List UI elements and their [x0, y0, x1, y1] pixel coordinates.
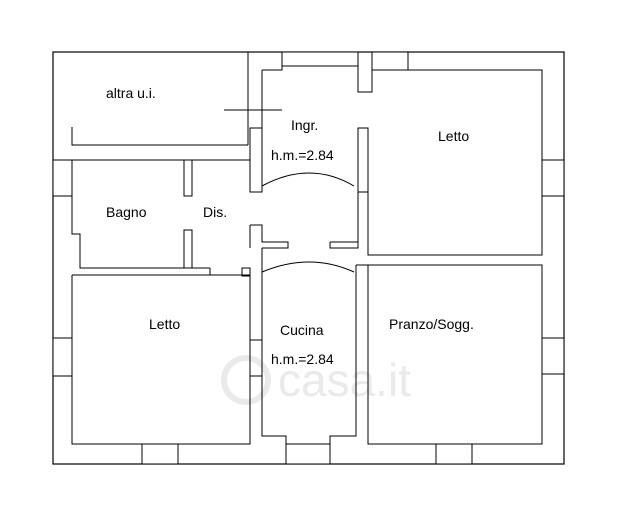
- ingr-right-column: [357, 127, 369, 193]
- ingr-top-wall: [262, 65, 373, 93]
- room-labels: altra u.i. Ingr. h.m.=2.84 Letto Bagno D…: [106, 85, 474, 367]
- room-letto-bottom-left: [71, 274, 251, 445]
- window-bottom-cucina: [285, 443, 331, 465]
- bagno-wall-stub-bottom: [183, 229, 193, 269]
- window-bottom-letto: [141, 443, 179, 465]
- letto-tr-walls: [367, 69, 543, 256]
- label-ingresso-height: h.m.=2.84: [271, 147, 334, 163]
- cucina-door-arc: [261, 261, 355, 273]
- window-left-bagno: [52, 159, 73, 197]
- room-altra-ui: [72, 70, 282, 146]
- window-left-letto: [52, 337, 73, 377]
- cucina-left-wall: [261, 248, 357, 445]
- label-ingresso: Ingr.: [291, 117, 318, 133]
- window-top-ingr: [281, 51, 359, 67]
- corridor-middle: [250, 192, 359, 273]
- label-letto-bottom-left: Letto: [149, 316, 180, 332]
- windows: [52, 51, 565, 465]
- window-right-letto: [541, 159, 565, 197]
- watermark-logo-icon: [221, 355, 271, 405]
- label-letto-top-right: Letto: [438, 128, 469, 144]
- pranzo-walls: [367, 264, 543, 445]
- watermark-text: casa.it: [278, 354, 411, 406]
- corridor-right-jamb: [329, 241, 359, 249]
- label-pranzo-soggiorno: Pranzo/Sogg.: [389, 316, 474, 332]
- ingr-door-arc: [261, 172, 355, 187]
- bagno-wall-stub-top: [183, 159, 193, 197]
- dis-wall-stub: [241, 267, 251, 277]
- corridor-left-jamb: [250, 224, 289, 249]
- dis-top-wall: [192, 159, 251, 192]
- inner-wall-left-upper: [71, 127, 248, 146]
- letto-bl-walls: [71, 274, 251, 445]
- window-bottom-pranzo: [435, 443, 473, 465]
- bagno-walls: [72, 159, 185, 196]
- room-pranzo-soggiorno: [367, 264, 543, 445]
- label-altra-ui: altra u.i.: [106, 85, 156, 101]
- room-letto-top-right: [367, 69, 543, 256]
- label-cucina-height: h.m.=2.84: [271, 351, 334, 367]
- window-right-pranzo: [541, 337, 565, 375]
- label-cucina: Cucina: [280, 322, 324, 338]
- window-top-letto: [371, 51, 409, 71]
- label-bagno: Bagno: [106, 204, 147, 220]
- watermark: casa.it: [221, 354, 411, 406]
- room-cucina: [249, 248, 368, 445]
- ingr-left-wall: [249, 70, 263, 193]
- label-disimpegno: Dis.: [203, 204, 227, 220]
